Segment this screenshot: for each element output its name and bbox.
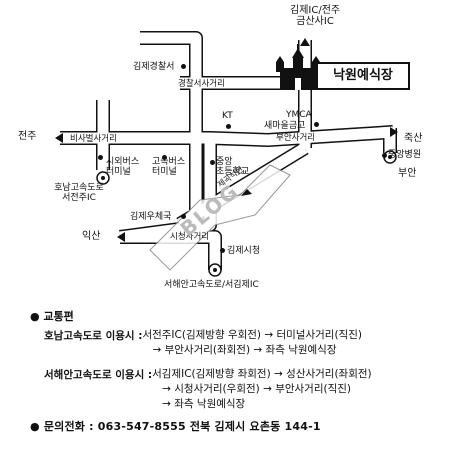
castle-icon <box>276 44 320 90</box>
location-dot-icon <box>181 214 186 219</box>
label-express-bus: 고속버스 터미널 <box>152 157 186 177</box>
seohae-line-1: 서김제IC(김제방향 좌회전) → 성산사거리(좌회전) <box>152 368 372 380</box>
label-saemaeul: 새마을금고 <box>264 121 306 131</box>
traffic-heading: ● 교통편 <box>30 310 74 323</box>
arrow-up-icon <box>300 38 310 46</box>
honam-directions: 호남고속도로 이용시 : 서전주IC(김제방향 우회전) → 터미널사거리(직진… <box>44 328 440 358</box>
label-city-hall: 김제시청 <box>227 246 261 256</box>
traffic-title: 교통편 <box>43 310 74 323</box>
label-seohaean: 서해안고속도로/서김제IC <box>164 280 259 290</box>
location-dot-icon <box>162 155 167 160</box>
direction-arrows <box>55 38 398 242</box>
label-kt: KT <box>222 111 233 121</box>
directions-panel: ● 교통편 호남고속도로 이용시 : 서전주IC(김제방향 우회전) → 터미널… <box>30 308 440 434</box>
label-iksan: 익산 <box>82 231 101 242</box>
label-city-bus: 시외버스 터미널 <box>106 157 140 177</box>
label-buan: 부안 <box>398 168 417 179</box>
watermark-shape <box>149 164 291 271</box>
arrow-left-icon <box>117 232 125 242</box>
location-dot-icon <box>181 64 186 69</box>
location-dot-icon <box>210 160 215 165</box>
road-network <box>55 31 398 277</box>
label-jeonju: 전주 <box>18 131 37 142</box>
label-ymca: YMCA <box>286 110 312 120</box>
contact-text: : 063-547-8555 전북 김제시 요촌동 144-1 <box>85 420 321 433</box>
location-dot-icon <box>98 155 103 160</box>
seohae-line-3: → 좌측 낙원예식장 <box>162 398 246 410</box>
seohae-line-2: → 시청사거리(우회전) → 부안사거리(직진) <box>162 383 352 395</box>
label-gymnasium: 김제우체국 <box>130 212 172 222</box>
honam-line-1: 서전주IC(김제방향 우회전) → 터미널사거리(직진) <box>142 329 362 341</box>
arrow-left-icon <box>55 133 63 143</box>
label-ic-north: 김제IC/전주 금산사IC <box>290 5 341 27</box>
label-juksan: 죽산 <box>404 133 423 144</box>
location-dot-icon <box>382 153 387 158</box>
honam-line-2: → 부안사거리(좌회전) → 좌측 낙원예식장 <box>152 344 337 356</box>
label-city-hall-road: 시청사거리 <box>170 232 210 242</box>
arrow-up-icon <box>241 189 252 196</box>
label-jungang-hospital: 중앙병원 <box>388 150 422 160</box>
label-bisa: 비사벌사거리 <box>70 134 117 144</box>
location-map: 김제IC/전주 금산사IC 김제경찰서 경찰서사거리 낙원예식장 KT YMCA… <box>18 5 423 290</box>
location-dot-icon <box>220 248 225 253</box>
label-police: 김제경찰서 <box>133 62 175 72</box>
honam-label: 호남고속도로 이용시 : <box>44 330 143 342</box>
seohae-label: 서해안고속도로 이용시 : <box>44 369 153 381</box>
label-buan-road: 부안사거리 <box>276 133 316 143</box>
location-dot-icon <box>226 124 231 129</box>
label-honam: 호남고속도로 서전주IC <box>54 183 104 203</box>
circle-markers <box>96 150 397 277</box>
contact-line: ● 문의전화 : 063-547-8555 전북 김제시 요촌동 144-1 <box>30 420 321 433</box>
seohae-directions: 서해안고속도로 이용시 : 서김제IC(김제방향 좌회전) → 성산사거리(좌회… <box>44 367 440 412</box>
venue-sign: 낙원예식장 <box>316 62 410 90</box>
contact-title: 문의전화 <box>43 420 86 433</box>
location-dot-icon <box>314 122 319 127</box>
label-terminal-road: 경찰서사거리 <box>178 79 225 89</box>
arrow-right-icon <box>390 127 398 137</box>
label-jungang: 중앙 초등학교 <box>216 157 250 177</box>
